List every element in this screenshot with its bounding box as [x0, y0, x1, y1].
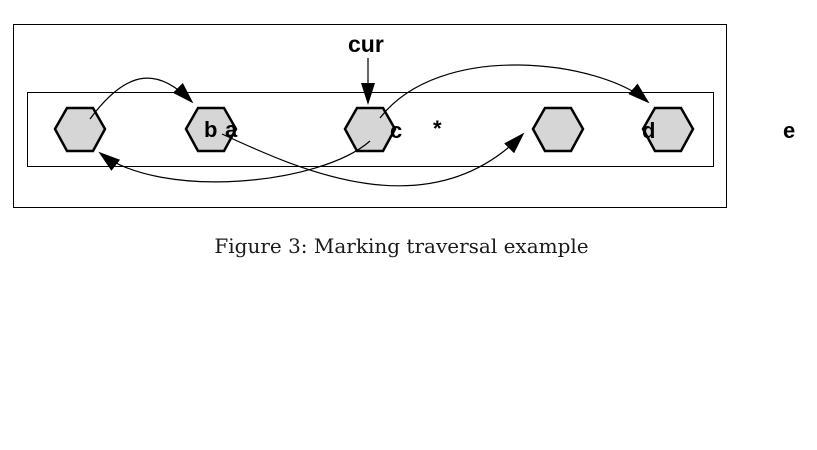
label-d: d [642, 118, 655, 143]
label-b: b [204, 117, 217, 142]
label-star: * [433, 116, 442, 141]
outer-frame [13, 24, 727, 208]
edge-node3-to-node5 [379, 64, 650, 119]
cur-label: cur [348, 31, 384, 57]
edge-node3-to-node1 [98, 140, 371, 183]
label-e: e [783, 118, 795, 143]
edge-node1-to-node2 [89, 77, 194, 120]
hex-node-4 [531, 106, 585, 153]
hex-node-1 [53, 106, 107, 153]
label-c: c [390, 118, 402, 143]
hex-node-5 [641, 106, 695, 153]
figure-caption: Figure 3: Marking traversal example [214, 234, 589, 258]
label-a: a [225, 117, 238, 142]
edge-node2-to-node4 [221, 132, 525, 187]
hex-node-2 [184, 106, 238, 153]
hex-node-3 [343, 106, 397, 153]
